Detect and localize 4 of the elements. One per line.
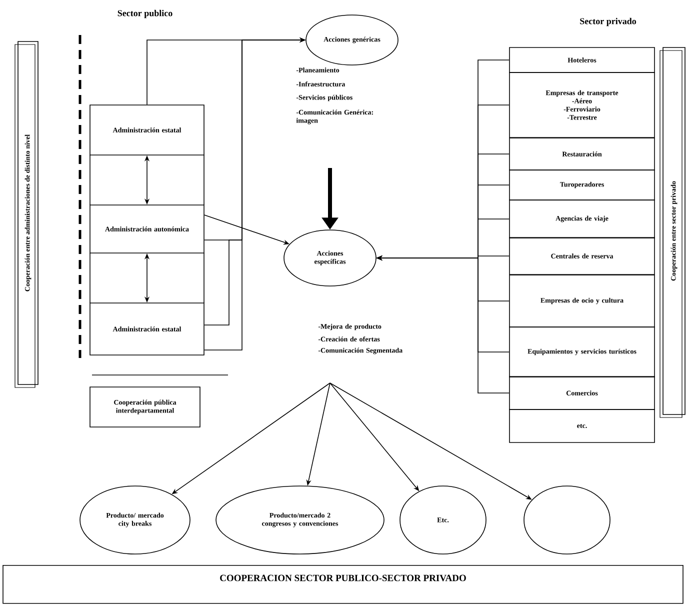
empty-ellipse <box>524 486 610 554</box>
title-box: COOPERACION SECTOR PUBLICO-SECTOR PRIVADO <box>2 565 684 604</box>
text-label: Sector privado <box>580 18 636 26</box>
text-label: Sector publico <box>118 10 172 18</box>
